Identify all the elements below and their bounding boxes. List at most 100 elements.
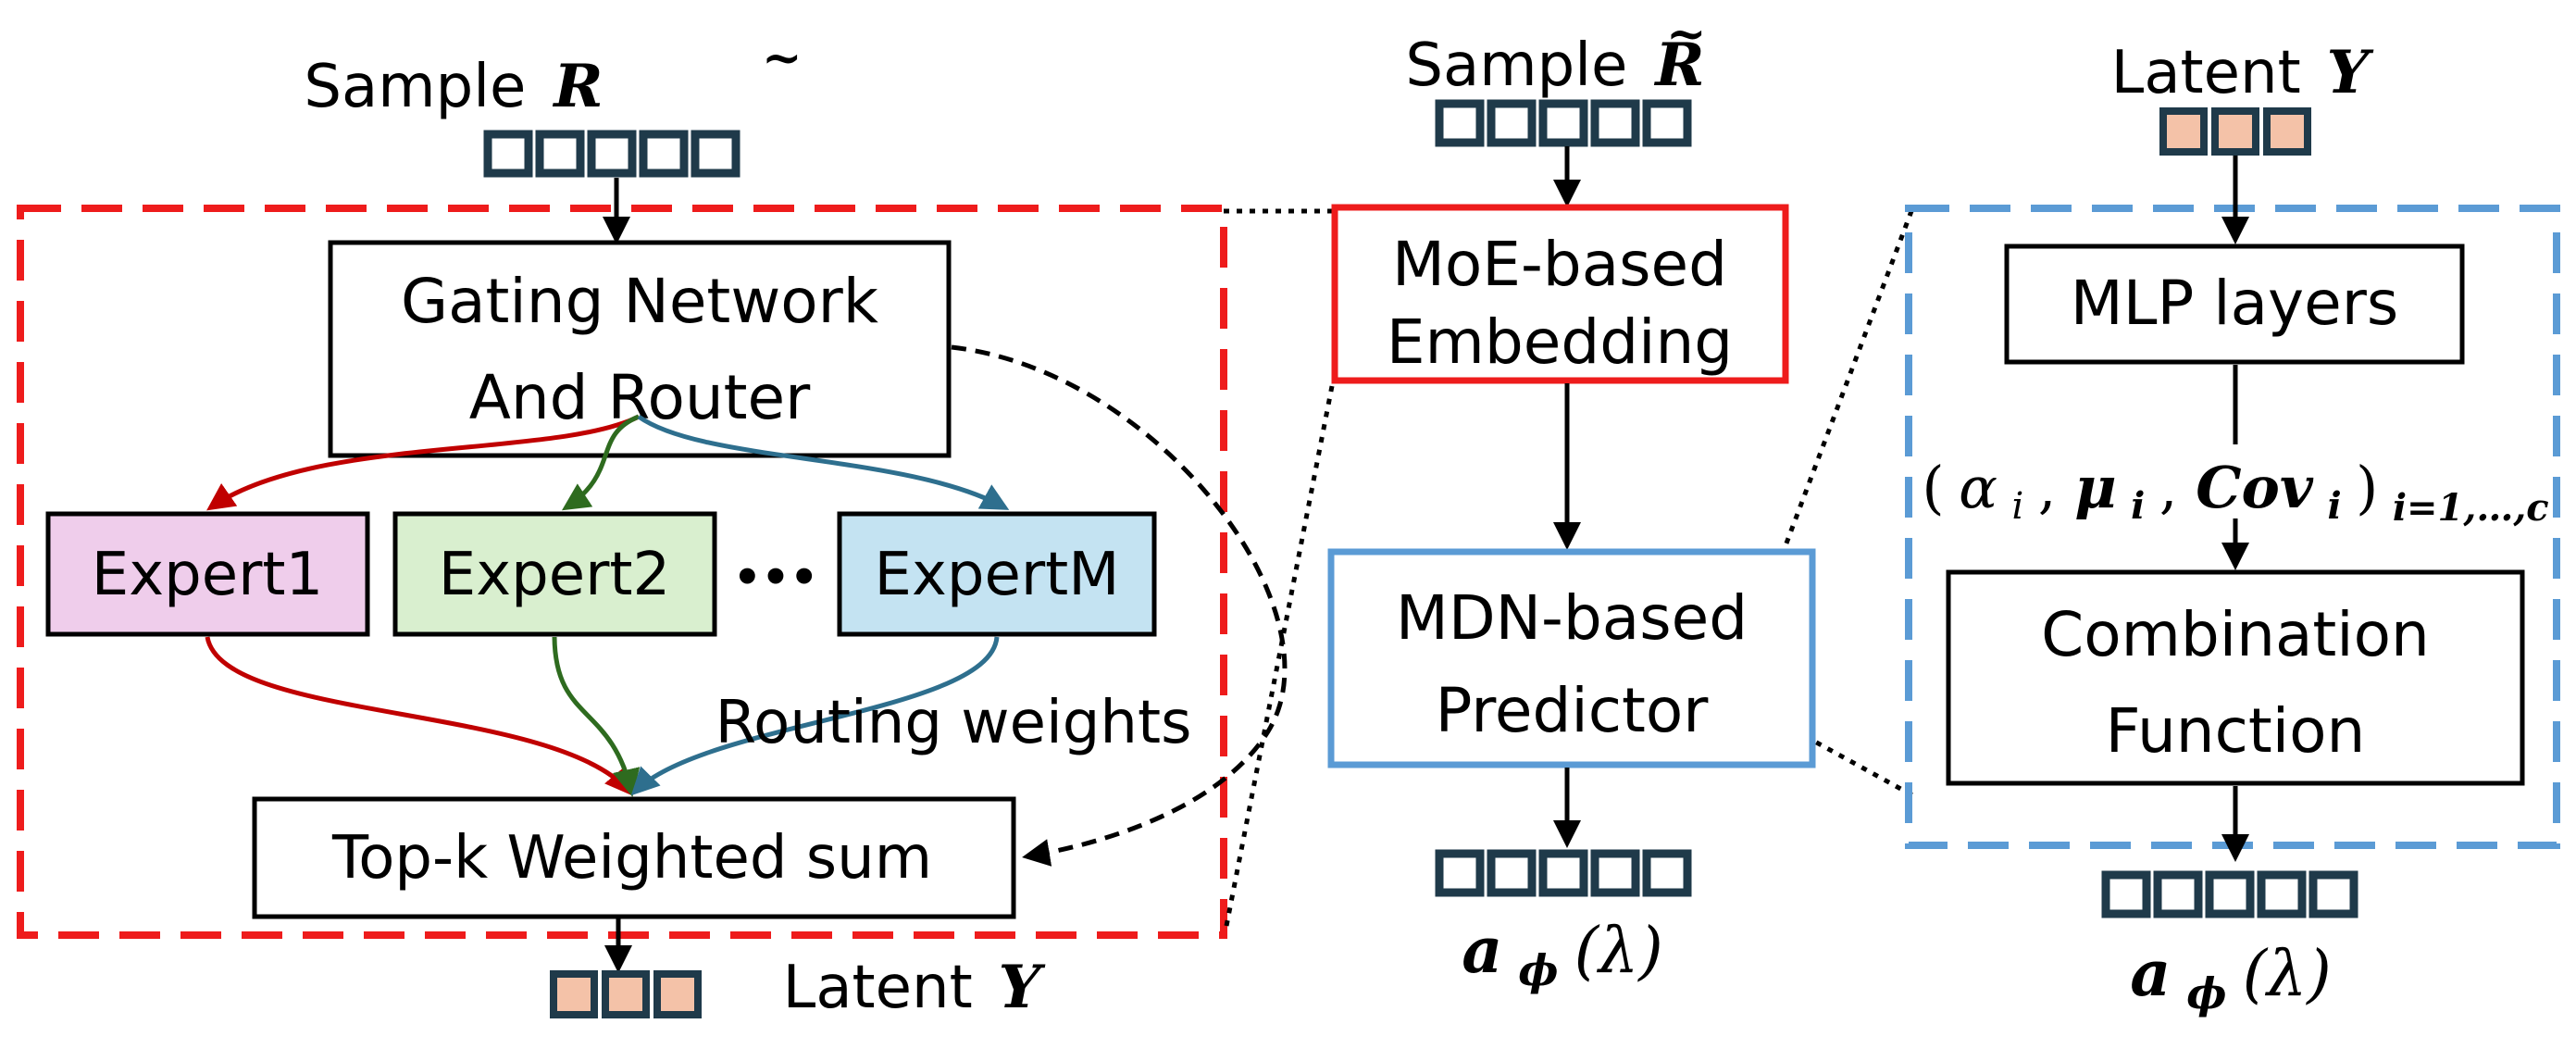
token bbox=[2257, 870, 2307, 918]
comb-line2: Function bbox=[2106, 695, 2366, 767]
route-to-expert1-arrow bbox=[206, 414, 641, 511]
params-alpha-sub: i bbox=[2011, 485, 2023, 528]
token bbox=[1538, 849, 1588, 897]
token bbox=[1538, 99, 1588, 147]
expertM-to-sum-arrow bbox=[630, 636, 1000, 796]
weighted-sum-box bbox=[252, 796, 1016, 919]
route-to-expertM-arrow bbox=[637, 414, 1010, 510]
token bbox=[691, 130, 740, 178]
mdn-predictor-box bbox=[1327, 548, 1816, 768]
params-mu: μ bbox=[2074, 454, 2116, 521]
right-input-symbol: Y bbox=[2327, 38, 2374, 107]
experts-ellipsis: ••• bbox=[733, 552, 818, 604]
left-input-label: Sample bbox=[304, 53, 526, 121]
mlp-label: MLP layers bbox=[2071, 268, 2398, 339]
right-latent-tokens bbox=[2159, 107, 2311, 156]
params-range: i=1,…,c bbox=[2393, 486, 2549, 530]
right-output-tokens bbox=[2101, 870, 2358, 918]
middle-output-formula: a ϕ (λ) bbox=[1462, 914, 1663, 999]
expert2-to-sum-arrow bbox=[552, 636, 641, 797]
token bbox=[2101, 870, 2151, 918]
middle-input-tokens bbox=[1435, 99, 1692, 147]
params-alpha: α bbox=[1959, 454, 1997, 521]
token bbox=[2153, 870, 2203, 918]
routing-weights-label: Routing weights bbox=[716, 689, 1192, 757]
mdn-line1: MDN-based bbox=[1396, 582, 1748, 654]
gating-line1: Gating Network bbox=[401, 266, 879, 337]
right-panel: Latent Y MLP layers ( α i , μ i , Cov i … bbox=[1905, 38, 2560, 1022]
token bbox=[1435, 99, 1485, 147]
middle-output-arg: (λ) bbox=[1574, 915, 1663, 988]
token bbox=[1435, 849, 1485, 897]
zoom-line-moe-bottom bbox=[1224, 381, 1336, 927]
routing-weights-arrow bbox=[951, 344, 1288, 867]
zoom-line-mdn-bottom bbox=[1803, 733, 1916, 799]
token bbox=[1487, 849, 1537, 897]
left-output-title: Latent Y bbox=[783, 953, 1046, 1022]
right-output-subscript: ϕ bbox=[2186, 968, 2226, 1018]
left-output-symbol: Y bbox=[999, 953, 1046, 1022]
left-input-symbol: R bbox=[552, 52, 603, 121]
comb-line1: Combination bbox=[2041, 599, 2430, 670]
right-output-arg: (λ) bbox=[2243, 938, 2332, 1011]
token bbox=[1590, 849, 1640, 897]
expertM-box bbox=[837, 511, 1157, 637]
middle-input-label: Sample bbox=[1405, 31, 1627, 100]
expert2-box bbox=[392, 511, 717, 637]
params-close: ) bbox=[2356, 454, 2378, 521]
middle-input-tilde: ~ bbox=[1666, 6, 1707, 62]
zoom-line-mdn-top bbox=[1779, 210, 1914, 556]
token bbox=[1590, 99, 1640, 147]
moe-line1: MoE-based bbox=[1392, 229, 1727, 300]
middle-output-subscript: ϕ bbox=[1518, 945, 1558, 995]
params-cov-sub: i bbox=[2327, 484, 2341, 528]
moe-region bbox=[17, 205, 1227, 939]
middle-input-title: Sample R bbox=[1405, 31, 1704, 100]
token bbox=[587, 130, 637, 178]
route-to-expert2-arrow bbox=[561, 414, 640, 511]
weighted-sum-label: Top-k Weighted sum bbox=[331, 824, 932, 893]
left-panel: Sample R ~ Gating Network And Router Exp… bbox=[17, 30, 1288, 1022]
middle-input-symbol: R bbox=[1653, 31, 1704, 100]
left-input-title: Sample R bbox=[304, 52, 603, 121]
token bbox=[1487, 99, 1537, 147]
mlp-layers-box bbox=[2004, 244, 2465, 365]
latent-token bbox=[602, 970, 650, 1018]
expert1-box bbox=[45, 511, 370, 637]
params-mu-sub: i bbox=[2131, 484, 2145, 528]
params-sep1: , bbox=[2038, 454, 2074, 521]
right-input-label: Latent bbox=[2111, 39, 2301, 107]
expertM-label: ExpertM bbox=[875, 541, 1120, 609]
token bbox=[2205, 870, 2255, 918]
right-output-formula: a ϕ (λ) bbox=[2130, 937, 2332, 1022]
token bbox=[1642, 99, 1692, 147]
token bbox=[483, 130, 533, 178]
params-cov: Cov bbox=[2196, 454, 2314, 521]
token bbox=[639, 130, 689, 178]
latent-token bbox=[2263, 107, 2311, 156]
mdn-line2: Predictor bbox=[1436, 675, 1710, 746]
latent-token bbox=[653, 970, 702, 1018]
middle-output-tokens bbox=[1435, 849, 1692, 897]
params-open: ( bbox=[1922, 454, 1944, 521]
expert2-label: Expert2 bbox=[439, 541, 670, 609]
left-latent-tokens bbox=[550, 970, 702, 1018]
params-formula: ( α i , μ i , Cov i ) i=1,…,c bbox=[1922, 454, 2548, 531]
latent-token bbox=[550, 970, 598, 1018]
token bbox=[1642, 849, 1692, 897]
params-sep2: , bbox=[2159, 454, 2196, 521]
moe-embedding-box bbox=[1331, 204, 1789, 384]
gating-line2: And Router bbox=[469, 362, 811, 433]
middle-output-symbol: a bbox=[1462, 914, 1502, 988]
right-input-title: Latent Y bbox=[2111, 38, 2374, 107]
middle-panel: Sample R ~ MoE-based Embedding MDN-based… bbox=[1327, 6, 1816, 999]
expert1-label: Expert1 bbox=[92, 541, 323, 609]
left-input-tokens bbox=[483, 130, 740, 178]
combination-function-box bbox=[1946, 569, 2525, 786]
right-output-symbol: a bbox=[2130, 937, 2171, 1011]
expert1-to-sum-arrow bbox=[205, 636, 633, 796]
left-output-label: Latent bbox=[783, 954, 973, 1022]
moe-line2: Embedding bbox=[1387, 306, 1733, 378]
token bbox=[535, 130, 585, 178]
